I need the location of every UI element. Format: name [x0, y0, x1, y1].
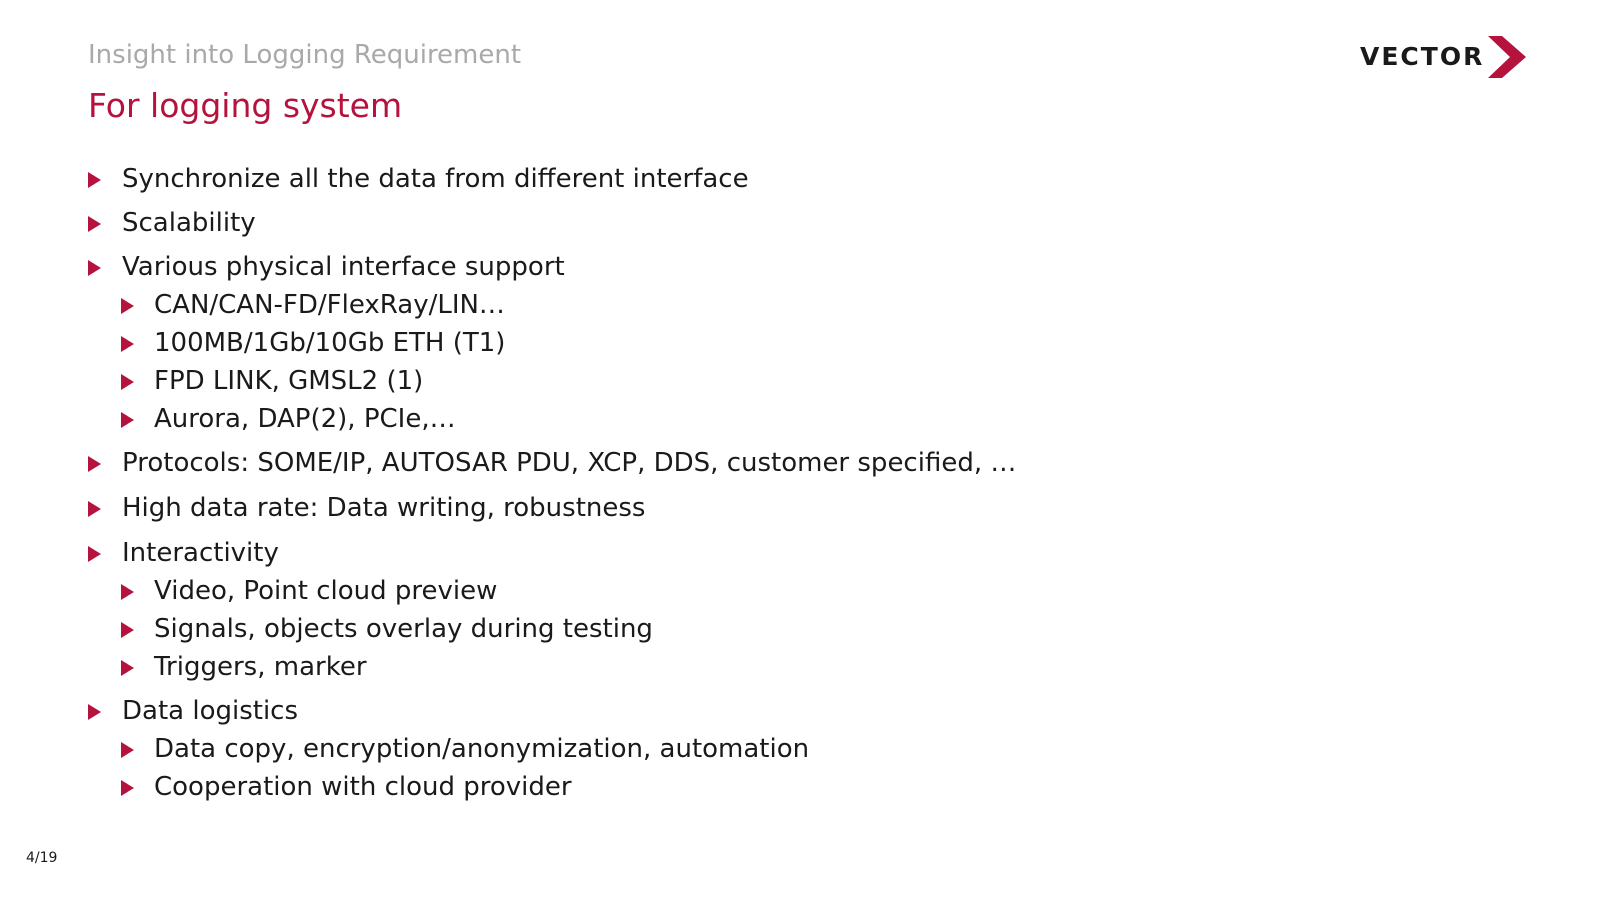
bullet-triangle-icon [88, 456, 101, 472]
bullet-triangle-icon [121, 780, 134, 796]
bullet-triangle-icon [121, 412, 134, 428]
bullet-triangle-icon [88, 172, 101, 188]
bullet-list: Synchronize all the data from different … [88, 0, 1488, 900]
bullet-triangle-icon [88, 546, 101, 562]
bullet-triangle-icon [121, 374, 134, 390]
bullet-triangle-icon [121, 584, 134, 600]
vector-chevron-icon [1488, 36, 1526, 78]
bullet-triangle-icon [88, 501, 101, 517]
vector-logo: VECTOR [1360, 36, 1530, 80]
slide-title: For logging system [88, 86, 403, 125]
bullet-text: Aurora, DAP(2), PCIe,… [154, 404, 456, 434]
bullet-triangle-icon [121, 622, 134, 638]
bullet-text: Protocols: SOME/IP, AUTOSAR PDU, XCP, DD… [122, 448, 1017, 478]
page-number: 4/19 [26, 850, 58, 866]
bullet-text: High data rate: Data writing, robustness [122, 493, 646, 523]
bullet-text: Synchronize all the data from different … [122, 164, 749, 194]
bullet-text: Various physical interface support [122, 252, 565, 282]
bullet-text: CAN/CAN-FD/FlexRay/LIN… [154, 290, 505, 320]
bullet-text: Data logistics [122, 696, 299, 726]
bullet-text: Signals, objects overlay during testing [154, 614, 653, 644]
bullet-triangle-icon [88, 704, 101, 720]
bullet-text: 100MB/1Gb/10Gb ETH (T1) [154, 328, 506, 358]
bullet-text: Interactivity [122, 538, 279, 568]
bullet-text: Scalability [122, 208, 256, 238]
slide-supertitle: Insight into Logging Requirement [88, 40, 522, 70]
bullet-triangle-icon [121, 742, 134, 758]
logo-text: VECTOR [1360, 42, 1485, 71]
bullet-triangle-icon [121, 298, 134, 314]
bullet-triangle-icon [121, 660, 134, 676]
bullet-triangle-icon [88, 216, 101, 232]
bullet-text: Cooperation with cloud provider [154, 772, 572, 802]
bullet-text: FPD LINK, GMSL2 (1) [154, 366, 424, 396]
bullet-text: Video, Point cloud preview [154, 576, 498, 606]
bullet-triangle-icon [88, 260, 101, 276]
bullet-triangle-icon [121, 336, 134, 352]
bullet-text: Triggers, marker [154, 652, 367, 682]
bullet-text: Data copy, encryption/anonymization, aut… [154, 734, 810, 764]
